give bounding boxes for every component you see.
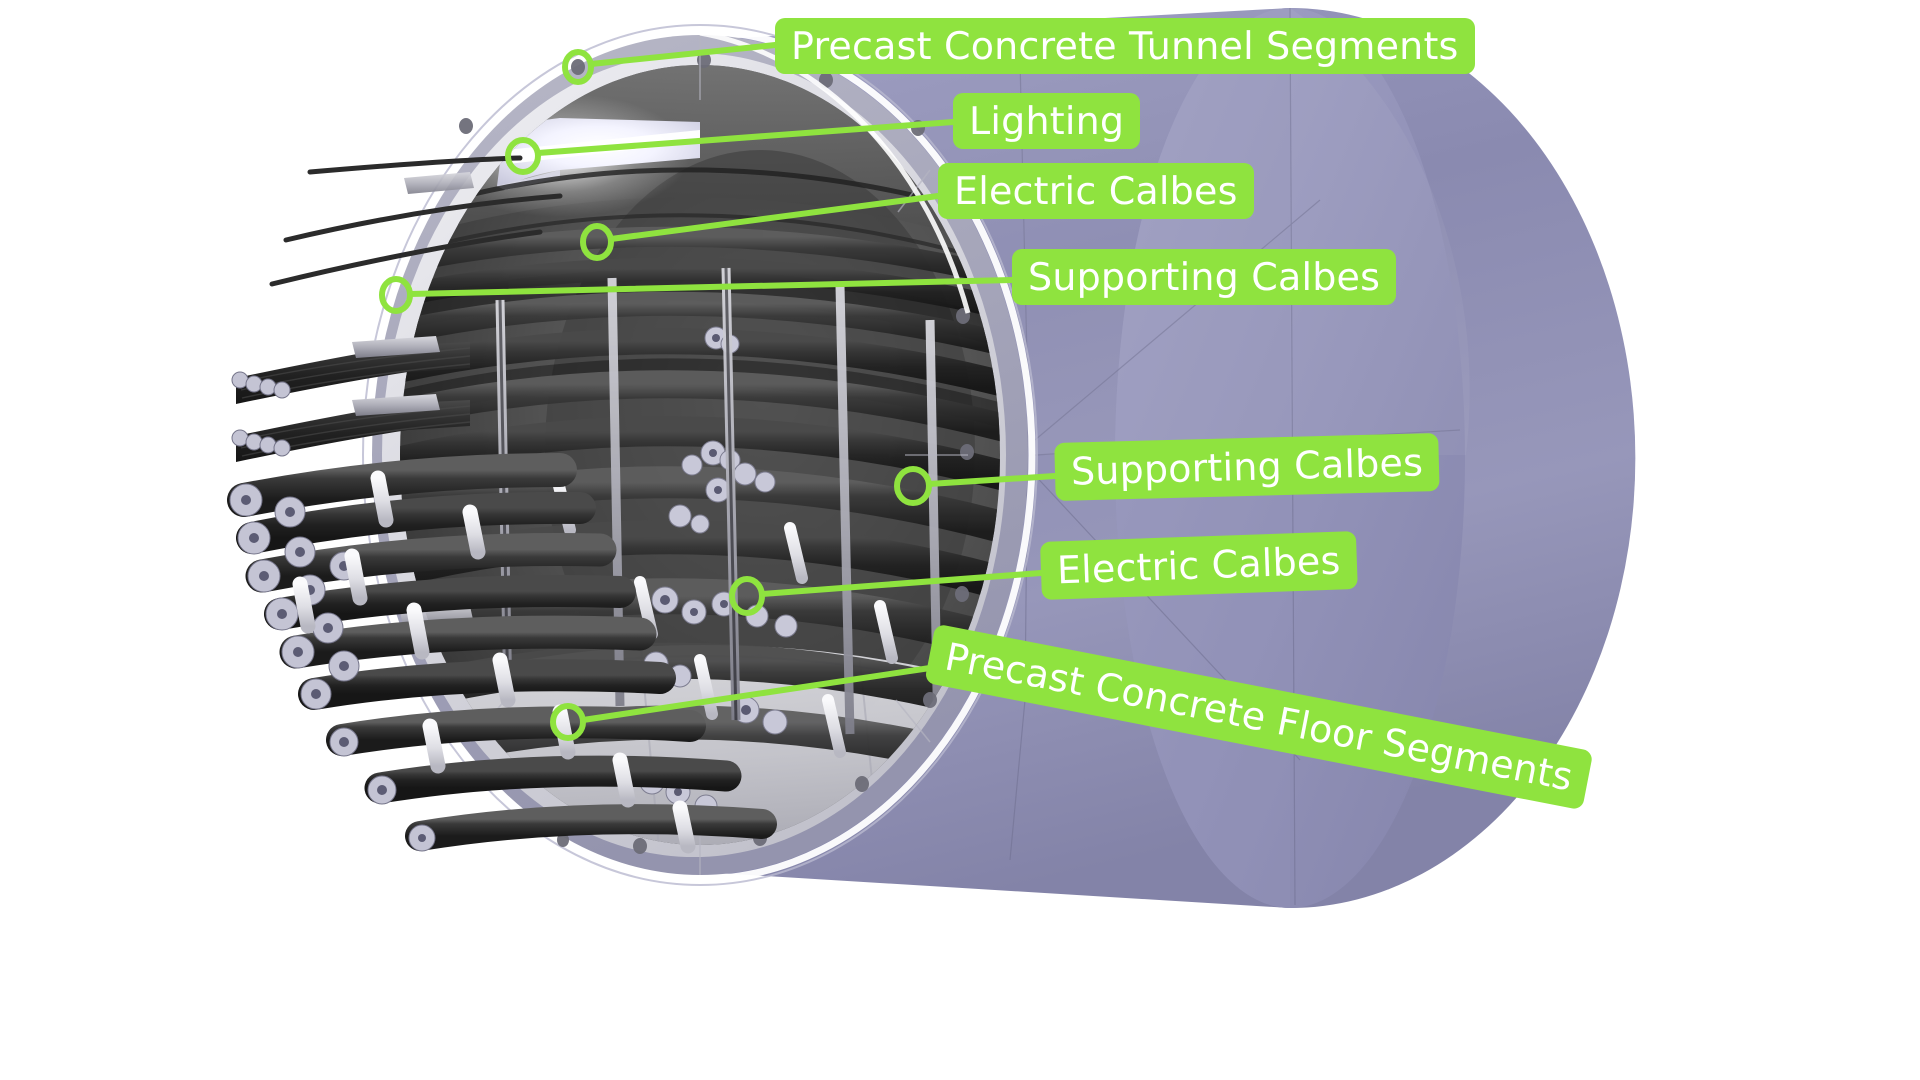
- cable-bundles-exterior: [227, 155, 777, 854]
- callout-label-text: Electric Calbes: [1056, 538, 1342, 593]
- callout-label-supporting-calbes-lower[interactable]: Supporting Calbes: [1054, 432, 1440, 501]
- callout-label-text: Supporting Calbes: [1070, 440, 1424, 494]
- callout-label-text: Lighting: [969, 99, 1125, 143]
- callout-label-text: Supporting Calbes: [1028, 255, 1381, 299]
- callout-label-electric-calbes-upper[interactable]: Electric Calbes: [938, 163, 1254, 219]
- callout-label-text: Precast Concrete Tunnel Segments: [791, 24, 1459, 68]
- callout-label-text: Electric Calbes: [954, 169, 1238, 213]
- callout-label-precast-concrete-tunnel-segments[interactable]: Precast Concrete Tunnel Segments: [775, 18, 1475, 74]
- callout-label-lighting[interactable]: Lighting: [953, 93, 1141, 149]
- callout-label-supporting-calbes-upper[interactable]: Supporting Calbes: [1012, 249, 1397, 305]
- callout-label-electric-calbes-lower[interactable]: Electric Calbes: [1039, 531, 1358, 600]
